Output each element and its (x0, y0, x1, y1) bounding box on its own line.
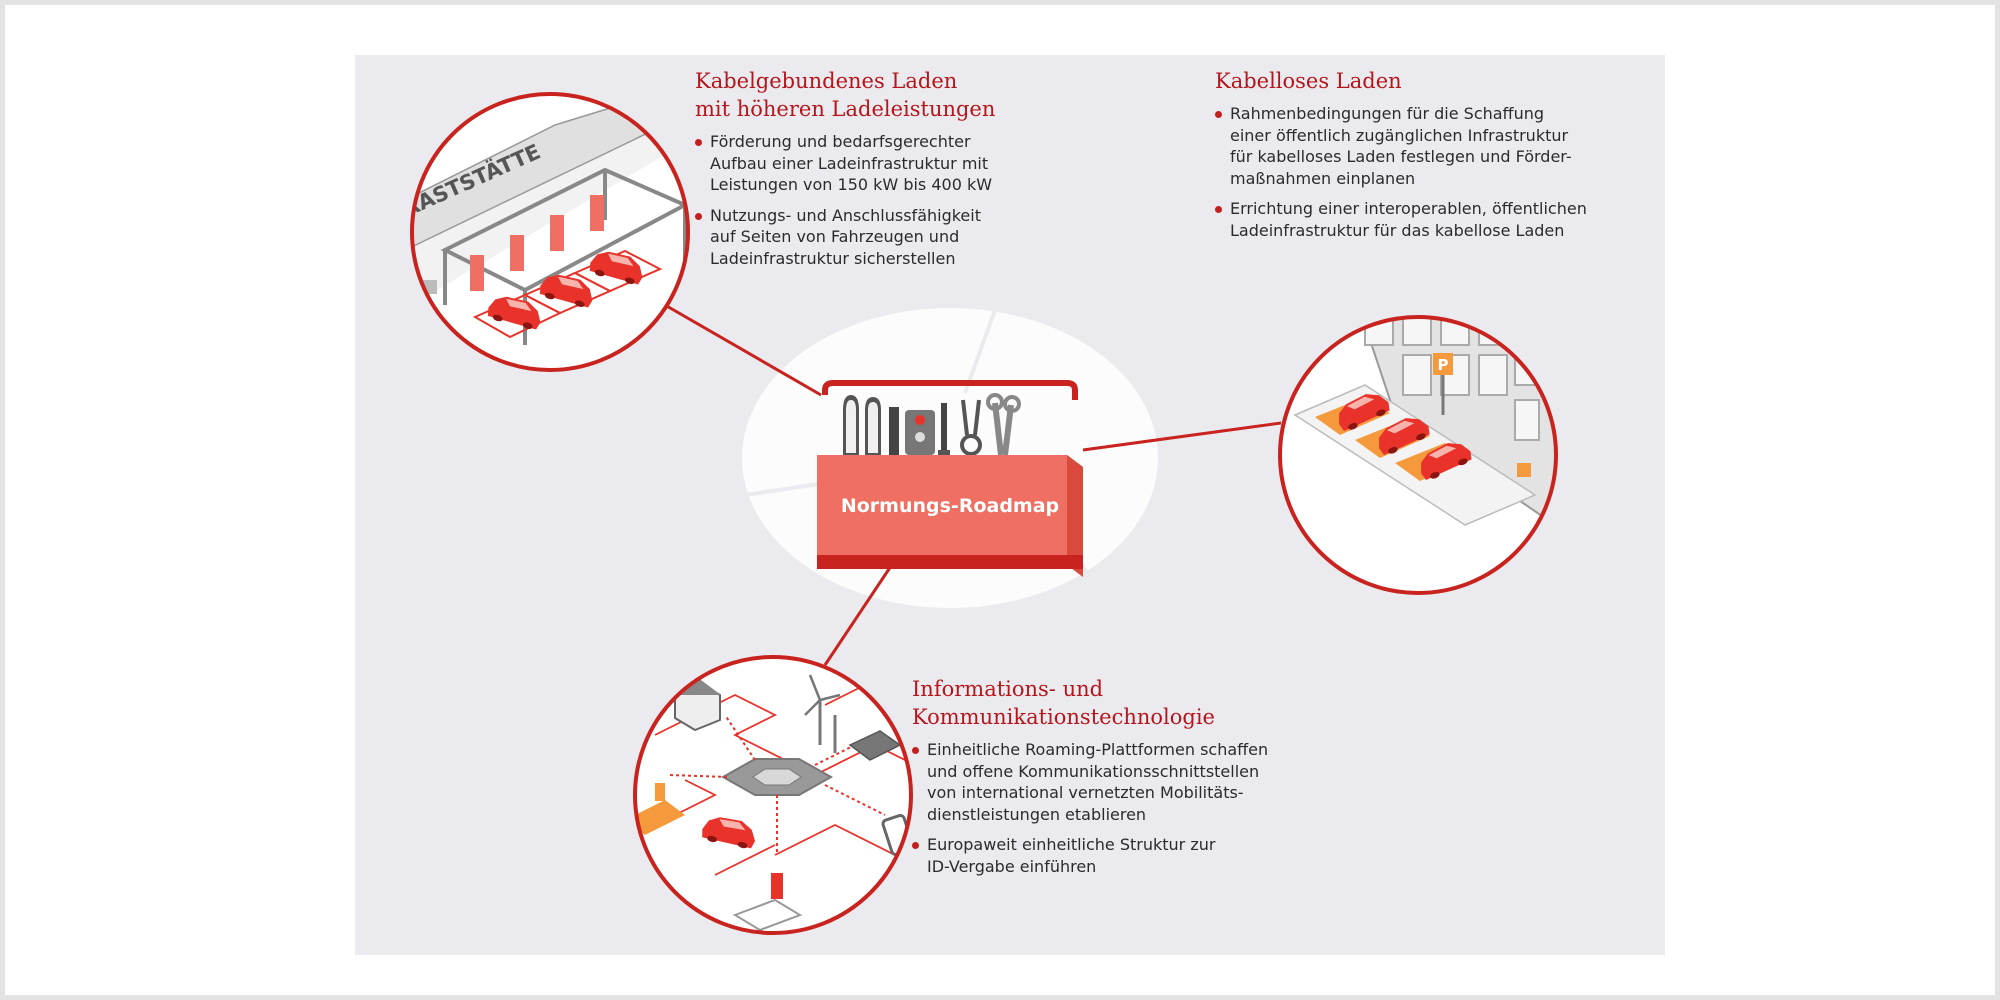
toolbox-tools (843, 393, 1021, 458)
bullet-item: Rahmenbedingungen für die Schaffung eine… (1215, 103, 1615, 189)
bullet-list: Förderung und bedarfsgerechter Aufbau ei… (695, 131, 1035, 269)
toolbox (817, 380, 1083, 577)
section-title: Kabelgebundenes Laden mit höheren Ladele… (695, 69, 996, 121)
bullet-item: Einheitliche Roaming-Plattformen schaffe… (912, 739, 1332, 825)
section-wired-charging: Kabelgebundenes Laden mit höheren Ladele… (695, 67, 1035, 278)
connector-bottom (823, 559, 897, 666)
toolbox-label: Normungs-Roadmap (840, 495, 1060, 517)
section-ict: Informations- und Kommunikationstechnolo… (912, 675, 1332, 886)
infographic-panel: RASTSTÄTTE (355, 55, 1665, 955)
section-title: Kabelloses Laden (1215, 69, 1402, 93)
infographic-illustration: RASTSTÄTTE (410, 92, 1558, 935)
bullet-item: Errichtung einer interoperablen, öffentl… (1215, 198, 1615, 241)
section-wireless-charging: Kabelloses Laden Rahmenbedingungen für d… (1215, 67, 1615, 250)
connector-right (1082, 421, 1282, 452)
bullet-item: Europaweit einheitliche Struktur zur ID-… (912, 834, 1332, 877)
bullet-item: Nutzungs- und Anschlussfähigkeit auf Sei… (695, 205, 1035, 270)
toolbox-label-wrap: Normungs-Roadmap (817, 495, 1083, 517)
ict-illustration (633, 655, 913, 935)
wireless-charging-illustration: P (1278, 315, 1558, 595)
connector-top-left (664, 303, 822, 397)
bullet-list: Rahmenbedingungen für die Schaffung eine… (1215, 103, 1615, 241)
wired-charging-illustration: RASTSTÄTTE (410, 92, 690, 372)
section-title: Informations- und Kommunikationstechnolo… (912, 677, 1215, 729)
parking-sign: P (1438, 356, 1449, 374)
bullet-list: Einheitliche Roaming-Plattformen schaffe… (912, 739, 1332, 877)
connector-lines (664, 303, 1282, 666)
bullet-item: Förderung und bedarfsgerechter Aufbau ei… (695, 131, 1035, 196)
